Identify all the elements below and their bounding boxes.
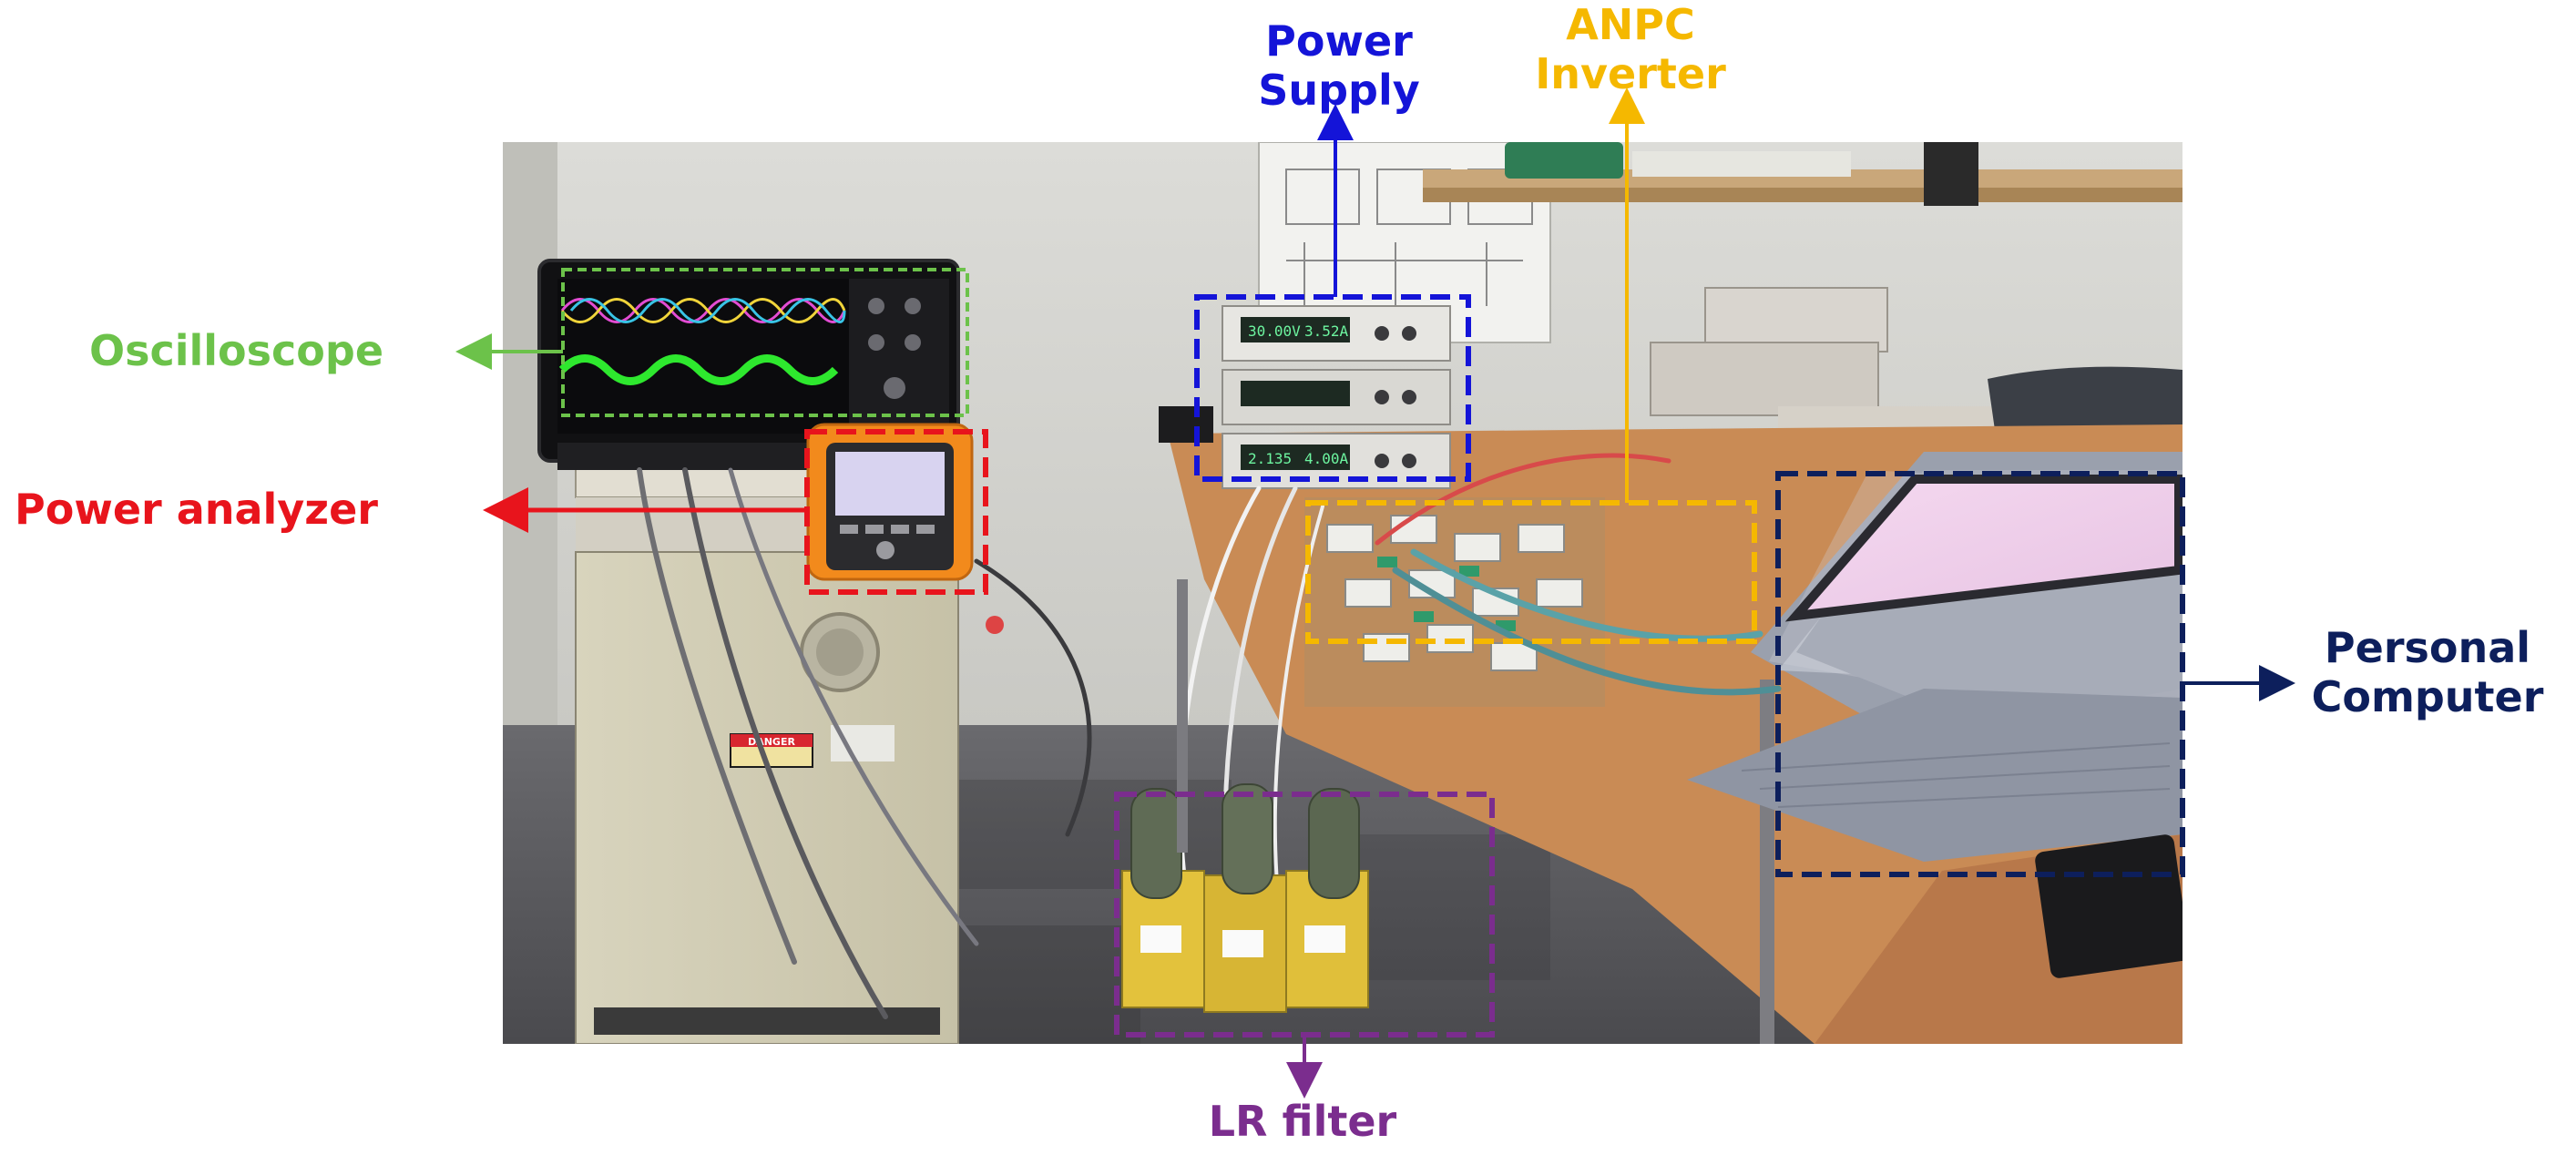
- lr-filter-box: [1114, 792, 1495, 1037]
- label-power-supply: Power Supply: [1239, 16, 1439, 115]
- table-leg: [1177, 579, 1188, 853]
- power-analyzer-box: [804, 429, 988, 595]
- anpc-inverter-boards: [1304, 497, 1605, 707]
- label-pc-line1: Personal: [2324, 623, 2531, 672]
- laptop-keyboard-deck: [1687, 689, 2182, 862]
- label-pc-line2: Computer: [2311, 672, 2544, 721]
- lab-photo-svg: DANGER: [503, 142, 2182, 1044]
- personal-computer-box: [1775, 471, 2185, 877]
- oscilloscope-box: [561, 268, 969, 417]
- green-toolbox: [1505, 142, 1623, 179]
- label-oscilloscope: Oscilloscope: [89, 326, 384, 375]
- supply-readout-1: 30.00V: [1248, 322, 1301, 340]
- label-power-supply-line1: Power: [1265, 16, 1413, 66]
- instrument-box-1: [1704, 287, 1888, 353]
- lab-setup-photo: DANGER: [503, 142, 2182, 1044]
- label-anpc-line2: Inverter: [1535, 49, 1726, 98]
- label-personal-computer: Personal Computer: [2286, 623, 2569, 721]
- supply-readout-4: 4.00A: [1304, 450, 1349, 467]
- label-power-analyzer: Power analyzer: [15, 485, 378, 534]
- power-supply-box: [1194, 294, 1471, 482]
- label-anpc-line1: ANPC: [1566, 0, 1695, 49]
- cabinet-body: [575, 551, 959, 1044]
- lr-filter-inductors: [1121, 783, 1369, 1013]
- label-lr-filter: LR filter: [1208, 1097, 1397, 1146]
- supply-readout-3: 2.135: [1248, 450, 1292, 467]
- label-power-supply-line2: Supply: [1258, 66, 1420, 115]
- instrument-box-2: [1650, 342, 1879, 416]
- label-anpc-inverter: ANPC Inverter: [1512, 0, 1749, 98]
- mouse-pad: [2035, 834, 2182, 978]
- power-supplies: 30.00V 3.52A 2.135 4.00A: [1159, 305, 1451, 489]
- anpc-inverter-box: [1305, 500, 1757, 644]
- laptop-screen: [1784, 475, 2182, 622]
- supply-readout-2: 3.52A: [1304, 322, 1349, 340]
- power-analyzer-screen: [835, 452, 945, 516]
- oscilloscope-waveforms: [558, 298, 846, 385]
